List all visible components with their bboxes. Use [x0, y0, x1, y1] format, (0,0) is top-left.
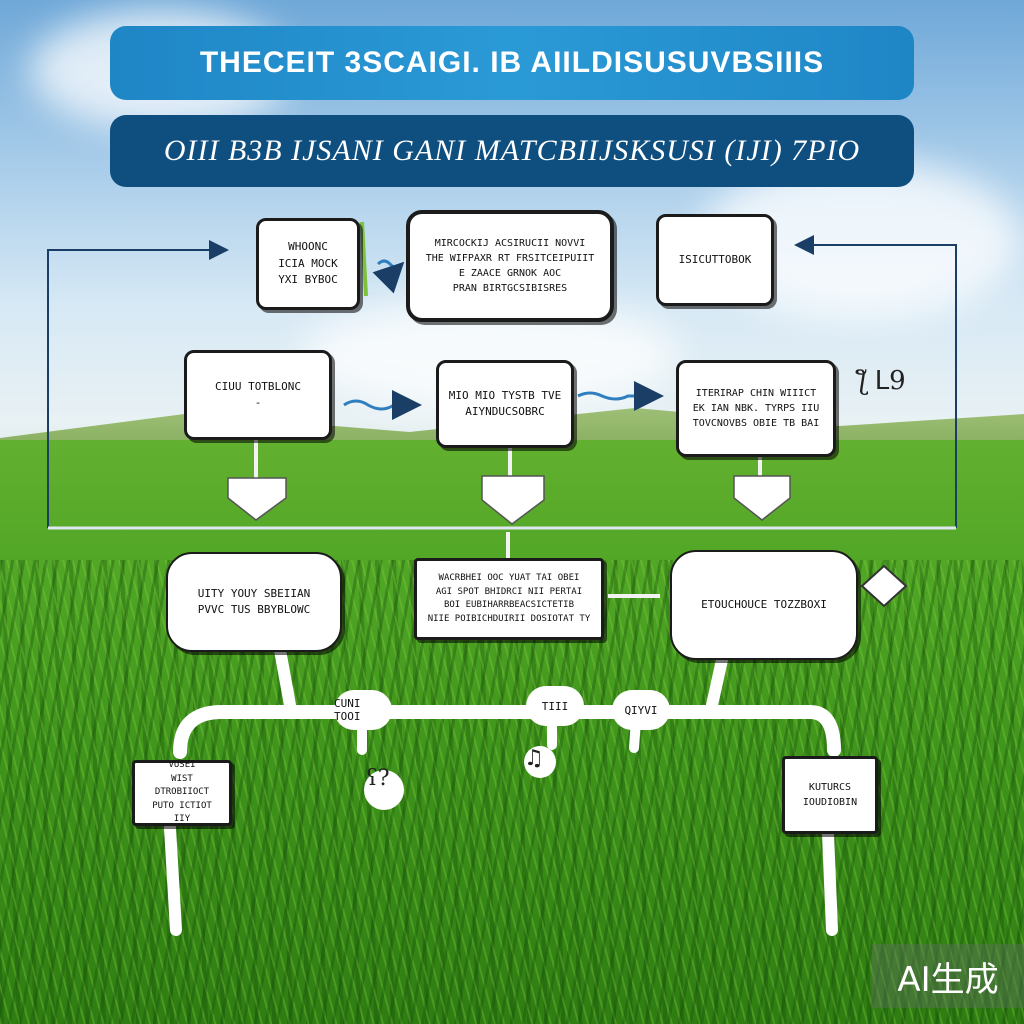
node-r1-c: ISICUTTOBOK [656, 214, 774, 306]
node-r2-a: CIUU TOTBLONC - [184, 350, 332, 440]
diamond-icon [860, 564, 908, 608]
arrow-r2-b-c [577, 381, 664, 411]
node-r3-b: WACRBHEI OOC YUAT TAI OBEI AGI SPOT BHID… [414, 558, 604, 640]
pipe-r3c-down [706, 654, 728, 711]
node-r3-a: UITY YOUY SBEIIAN PVVC TUS BBYBLOWC [166, 552, 342, 652]
scribble-glyph: ƪ ᒪ9 [858, 366, 906, 396]
pipe-right-leg [822, 828, 838, 936]
pipe-node [524, 746, 556, 778]
header-title: THECEIT 3SCAIGI. IB AIILDISUSUVBSIIIS [110, 26, 914, 100]
scribble-glyph: ♫ [524, 746, 544, 771]
node-r1-a: WHOONC ICIA MOCK YXI BYBOC [256, 218, 360, 310]
node-r1-b: MIRCOCKIJ ACSIRUCII NOVVI THE WIFPAXR RT… [406, 210, 614, 322]
accent-line [360, 221, 368, 297]
pipe-r3a-down [274, 644, 296, 711]
node-r2-b: MIO MIO TYSTB TVE AIYNDUCSOBRC [436, 360, 574, 448]
watermark-label: AI生成 [872, 944, 1024, 1008]
arrow-r1-a-b [372, 259, 405, 294]
chevron-down-icon [227, 477, 287, 521]
pipe-badge: QIYVI [612, 690, 670, 730]
scribble-glyph: ʕ? [366, 766, 390, 791]
pipe-node [364, 770, 404, 810]
pipe-left-leg [164, 822, 182, 936]
chevron-down-icon [481, 475, 545, 525]
node-r4-a: VUSEI WIST DTROBIIOCT PUTO ICTIOT IIY [132, 760, 232, 826]
node-r4-b: KUTURCS IOUDIOBIN [782, 756, 878, 834]
chevron-down-icon [733, 475, 791, 521]
node-r3-c: ETOUCHOUCE TOZZBOXI [670, 550, 858, 660]
node-r2-c: ITERIRAP CHIN WIIICT EK IAN NBK. TYRPS I… [676, 360, 836, 457]
pipe-badge: TIII [526, 686, 584, 726]
frame-line-left [47, 240, 229, 528]
pipe-main [173, 705, 841, 759]
arrow-r2-a-b [343, 390, 422, 420]
frame-line-right [794, 235, 957, 528]
header-subtitle: OIII B3B IJSANI GANI MATCBIIJSKSUSI (IJI… [110, 115, 914, 187]
pipe-badge: CUNI TOOI [334, 690, 392, 730]
